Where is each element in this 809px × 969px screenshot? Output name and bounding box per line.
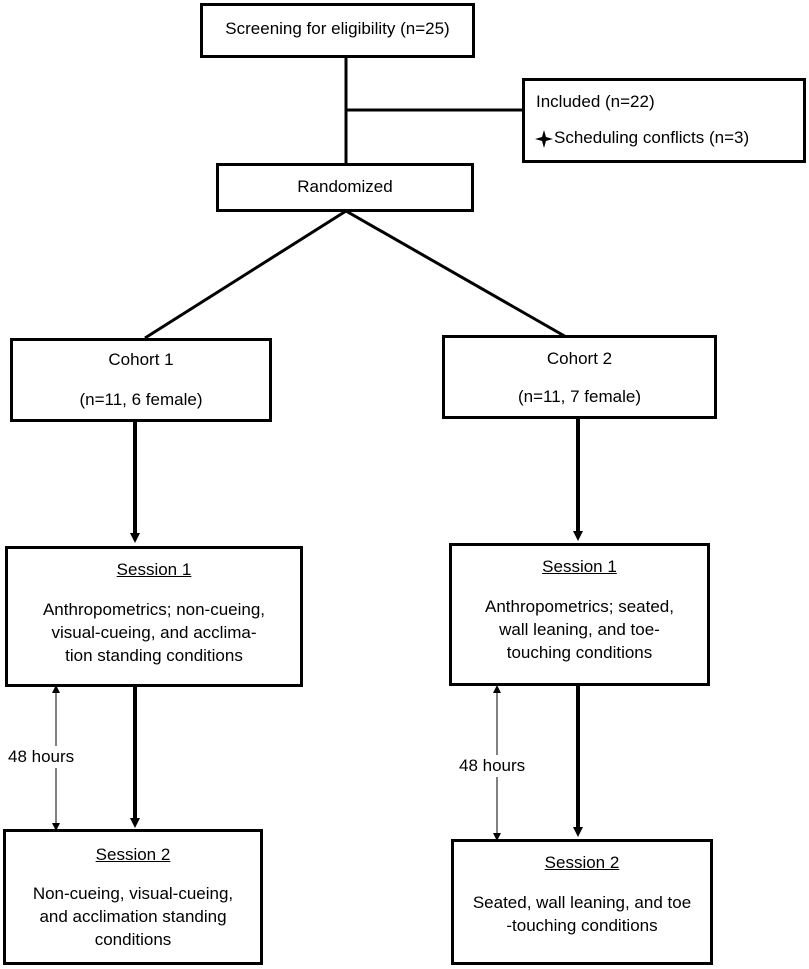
- randomized-box: Randomized: [216, 163, 474, 212]
- cohort1-session1-line2: visual-cueing, and acclima-: [51, 623, 257, 642]
- randomized-label: Randomized: [297, 177, 393, 196]
- cohort1-session2-title: Session 2: [95, 845, 171, 864]
- cohort2-title: Cohort 2: [546, 349, 613, 368]
- cohort2-session1-title: Session 1: [542, 557, 617, 576]
- cohort2-session2-title: Session 2: [544, 853, 620, 872]
- four-point-star-icon: [534, 129, 554, 149]
- cohort1-session2-box: Session 2 Non-cueing, visual-cueing, and…: [3, 829, 263, 965]
- cohort1-session1-title: Session 1: [116, 560, 192, 579]
- cohort2-session1-box: Session 1 Anthropometrics; seated, wall …: [449, 543, 710, 686]
- cohort1-session1-box: Session 1 Anthropometrics; non-cueing, v…: [5, 546, 303, 687]
- cohort2-box: Cohort 2 (n=11, 7 female): [442, 335, 717, 419]
- cohort1-box: Cohort 1 (n=11, 6 female): [10, 338, 272, 422]
- cohort2-interval-label: 48 hours: [459, 755, 526, 777]
- cohort2-session2-line2: -touching conditions: [506, 916, 658, 935]
- cohort2-session2-line1: Seated, wall leaning, and toe: [472, 893, 692, 912]
- cohort2-count: (n=11, 7 female): [517, 387, 641, 406]
- included-box: Included (n=22) Scheduling conflicts (n=…: [522, 78, 806, 163]
- randomized-to-cohort2-line: [345, 209, 569, 340]
- cohort1-interval-label: 48 hours: [8, 746, 75, 768]
- excluded-label: Scheduling conflicts (n=3): [554, 128, 750, 147]
- cohort1-session2-line2: and acclimation standing: [39, 907, 227, 926]
- cohort2-session1-line3: touching conditions: [506, 643, 653, 662]
- cohort1-session1-line1: Anthropometrics; non-cueing,: [42, 600, 266, 619]
- screening-label: Screening for eligibility (n=25): [225, 19, 450, 38]
- screening-box: Screening for eligibility (n=25): [200, 3, 475, 58]
- cohort1-title: Cohort 1: [108, 350, 174, 369]
- cohort1-count: (n=11, 6 female): [79, 390, 203, 409]
- cohort2-session1-line2: wall leaning, and toe-: [499, 620, 660, 639]
- cohort2-session1-line1: Anthropometrics; seated,: [485, 597, 674, 616]
- included-label: Included (n=22): [536, 92, 655, 111]
- excluded-row: Scheduling conflicts (n=3): [534, 127, 749, 149]
- cohort2-session2-box: Session 2 Seated, wall leaning, and toe …: [451, 839, 713, 965]
- randomized-to-cohort1-line: [144, 209, 347, 340]
- cohort1-session1-line3: tion standing conditions: [65, 646, 243, 665]
- cohort1-session2-line3: conditions: [94, 930, 172, 949]
- cohort1-session2-line1: Non-cueing, visual-cueing,: [32, 884, 234, 903]
